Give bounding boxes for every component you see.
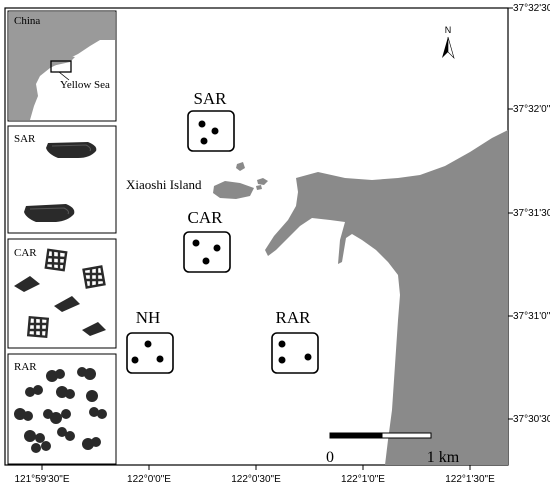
wedge-reef-icon	[54, 296, 80, 312]
lon-tick-label: 122°0'30"E	[231, 474, 281, 485]
lat-tick-label: 37°32'30"N	[513, 3, 550, 14]
site-label: CAR	[188, 208, 224, 227]
car-panel-title: CAR	[14, 247, 37, 259]
site-label: RAR	[276, 308, 312, 327]
site-label: SAR	[193, 89, 227, 108]
island-label: Xiaoshi Island	[126, 177, 202, 192]
north-arrow: N	[442, 25, 455, 60]
rar-photo-panel: RAR	[7, 353, 117, 465]
north-arrow-label: N	[445, 25, 452, 35]
inset-location-map: China Yellow Sea	[7, 10, 117, 122]
boat-icon	[46, 142, 97, 158]
sar-panel-title: SAR	[14, 133, 36, 145]
inset-study-box	[50, 60, 72, 73]
scale-start-label: 0	[326, 449, 334, 466]
scale-bar: 0 1 km	[326, 432, 460, 466]
longitude-axis	[41, 465, 471, 470]
inset-sea-label: Yellow Sea	[60, 79, 110, 91]
site-rar: RAR	[271, 308, 319, 374]
inset-country-label: China	[14, 15, 40, 27]
cube-reef-icon	[26, 315, 50, 339]
lon-tick-label: 122°1'30"E	[445, 474, 495, 485]
site-nh: NH	[126, 308, 174, 374]
site-label: NH	[136, 308, 161, 327]
sar-photo-panel: SAR	[7, 125, 117, 234]
boat-icon	[24, 204, 75, 222]
lat-tick-label: 37°30'30"N	[513, 414, 550, 425]
xiaoshi-island	[213, 181, 254, 199]
cube-reef-icon	[44, 248, 68, 272]
lat-tick-label: 37°31'0"N	[513, 311, 550, 322]
rock-reef-cluster	[14, 367, 107, 453]
site-sar: SAR	[187, 89, 235, 152]
rar-panel-title: RAR	[14, 361, 37, 373]
lat-tick-label: 37°31'30"N	[513, 208, 550, 219]
site-car: CAR	[183, 208, 231, 273]
car-photo-panel: CAR	[7, 238, 117, 349]
inset-land	[9, 12, 115, 120]
lat-tick-label: 37°32'0"N	[513, 104, 550, 115]
coastline-land	[213, 130, 508, 465]
latitude-axis	[508, 7, 513, 420]
lon-tick-label: 122°1'0"E	[341, 474, 385, 485]
wedge-reef-icon	[82, 322, 106, 336]
cube-reef-icon	[82, 265, 106, 289]
scale-end-label: 1 km	[427, 449, 460, 466]
wedge-reef-icon	[14, 276, 40, 292]
lon-tick-label: 122°0'0"E	[127, 474, 171, 485]
lon-tick-label: 121°59'30"E	[14, 474, 69, 485]
